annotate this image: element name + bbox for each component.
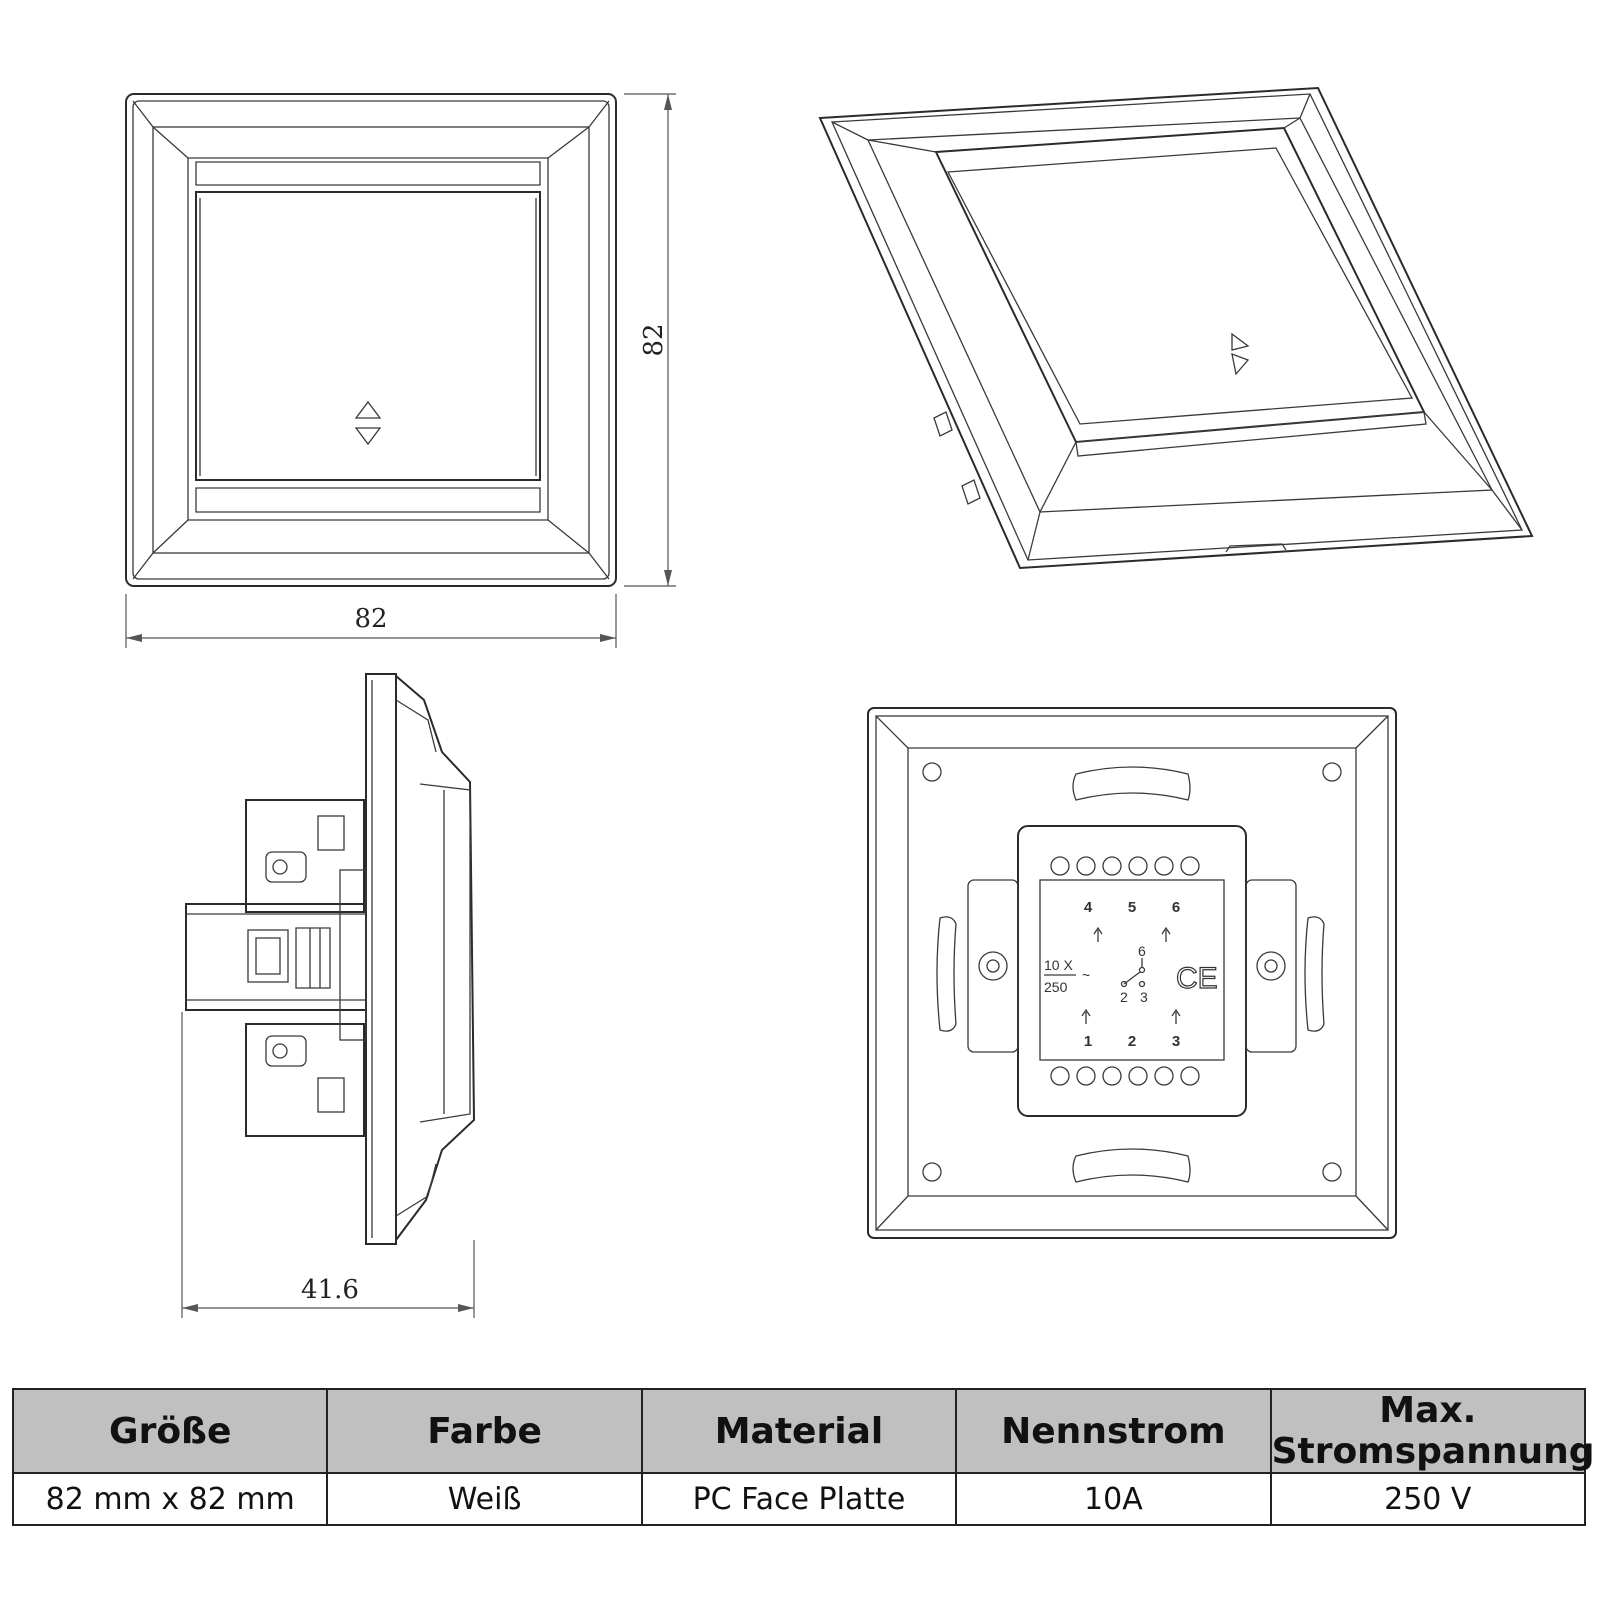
ac-symbol: ~ [1082, 967, 1090, 983]
terminal-arrows-icon [1081, 926, 1181, 1024]
terminal-3-label: 3 [1172, 1033, 1180, 1050]
terminal-5-label: 5 [1128, 899, 1136, 916]
side-view [185, 673, 476, 1245]
terminal-2-label: 2 [1128, 1033, 1136, 1050]
terminal-screws-bottom [1050, 1066, 1200, 1086]
back-view: 4 5 6 1 2 3 10 X 250 ~ 6 2 3 CE [867, 707, 1397, 1239]
ce-mark: CE [1176, 962, 1218, 995]
value-color: Weiß [326, 1472, 643, 1526]
header-size: Größe [11, 1388, 329, 1474]
direction-arrows-icon-iso [1231, 332, 1250, 376]
value-size: 82 mm x 82 mm [11, 1472, 329, 1526]
height-dimension: 82 [624, 93, 676, 587]
specs-table: Größe Farbe Material Nennstrom Max. Stro… [11, 1388, 1595, 1526]
value-max-voltage: 250 V [1269, 1472, 1587, 1526]
front-width-label: 82 [354, 604, 387, 634]
depth-dimension: 41.6 [181, 1012, 475, 1318]
front-view [125, 93, 617, 587]
front-height-label: 82 [639, 323, 669, 356]
technical-drawing: 82 82 [125, 86, 1534, 1318]
schematic-2-label: 2 [1120, 989, 1128, 1005]
specs-value-row: 82 mm x 82 mm Weiß PC Face Platte 10A 25… [11, 1472, 1587, 1526]
header-max-voltage: Max. Stromspannung [1269, 1388, 1595, 1474]
specs-header-row: Größe Farbe Material Nennstrom Max. Stro… [11, 1388, 1595, 1474]
rating-voltage: 250 [1044, 979, 1068, 995]
terminal-screws-top [1050, 856, 1200, 876]
terminal-6-label: 6 [1172, 899, 1180, 916]
value-rated-current: 10A [955, 1472, 1272, 1526]
schematic-3-label: 3 [1140, 989, 1148, 1005]
direction-arrows-icon [354, 400, 382, 446]
switch-schematic-icon: 6 2 3 [1120, 943, 1148, 1005]
terminal-4-label: 4 [1084, 899, 1093, 916]
terminal-1-label: 1 [1084, 1033, 1092, 1050]
header-color: Farbe [326, 1388, 643, 1474]
value-material: PC Face Platte [640, 1472, 958, 1526]
header-rated-current: Nennstrom [955, 1388, 1272, 1474]
isometric-view [818, 86, 1534, 570]
schematic-6-label: 6 [1138, 943, 1146, 959]
side-depth-label: 41.6 [301, 1275, 359, 1305]
rating-current: 10 X [1044, 957, 1073, 973]
header-material: Material [640, 1388, 958, 1474]
width-dimension: 82 [125, 594, 617, 648]
